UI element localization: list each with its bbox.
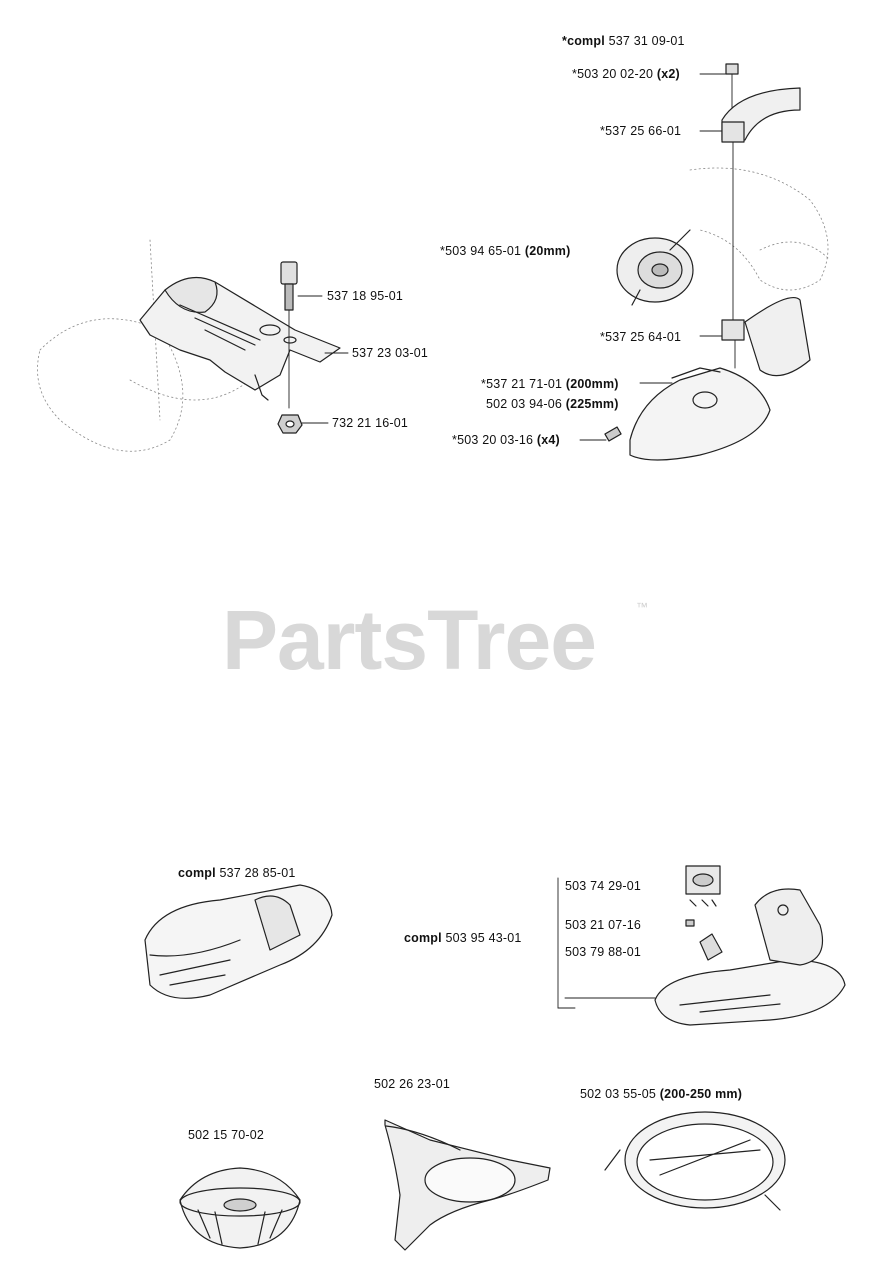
label-503-20-03-16[interactable]: *503 20 03-16 (x4) [452, 433, 560, 447]
guard-assembly-537-28-85 [144, 884, 333, 999]
label-502-15-70-02[interactable]: 502 15 70-02 [188, 1128, 265, 1142]
label-503-79-88-01[interactable]: 503 79 88-01 [565, 945, 642, 959]
gear-housing-cover [139, 276, 341, 401]
ring-guard [604, 1111, 786, 1211]
nut [277, 414, 303, 434]
cup-washer [179, 1167, 301, 1249]
trademark-symbol: ™ [636, 600, 648, 614]
label-537-25-64-01[interactable]: *537 25 64-01 [600, 330, 682, 344]
trimmer-guard [629, 367, 771, 461]
label-502-03-94-06[interactable]: 502 03 94-06 (225mm) [486, 397, 619, 411]
background-sketch-right [689, 167, 831, 291]
label-732-21-16-01[interactable]: 732 21 16-01 [332, 416, 409, 430]
label-503-21-07-16[interactable]: 503 21 07-16 [565, 918, 642, 932]
label-503-94-65-01[interactable]: *503 94 65-01 (20mm) [440, 244, 571, 258]
guard-assembly-503-95-43 [654, 888, 846, 1026]
label-compl-537-31-09-01[interactable]: *compl 537 31 09-01 [562, 34, 685, 48]
tri-arm-plate [384, 1119, 551, 1251]
clamp-bracket [699, 87, 801, 143]
small-screw [685, 919, 695, 927]
label-503-20-02-20[interactable]: *503 20 02-20 (x2) [572, 67, 680, 81]
cutting-blade-plate [699, 933, 723, 961]
label-537-25-66-01[interactable]: *537 25 66-01 [600, 124, 682, 138]
label-502-26-23-01[interactable]: 502 26 23-01 [374, 1077, 451, 1091]
label-503-74-29-01[interactable]: 503 74 29-01 [565, 879, 642, 893]
bolt [280, 261, 298, 409]
bracket-line [557, 877, 656, 1009]
label-compl-503-95-43-01[interactable]: compl 503 95 43-01 [404, 931, 522, 945]
guard-screw [579, 426, 622, 442]
label-537-18-95-01[interactable]: 537 18 95-01 [327, 289, 404, 303]
parts-tree-watermark: PartsTree [222, 593, 597, 687]
label-compl-537-28-85-01[interactable]: compl 537 28 85-01 [178, 866, 296, 880]
label-537-21-71-01[interactable]: *537 21 71-01 (200mm) [481, 377, 619, 391]
blade-kit-box [685, 865, 721, 907]
label-537-23-03-01[interactable]: 537 23 03-01 [352, 346, 429, 360]
pulley-washer [616, 229, 694, 306]
label-502-03-55-05[interactable]: 502 03 55-05 (200-250 mm) [580, 1087, 743, 1101]
guard-bracket [699, 297, 811, 377]
